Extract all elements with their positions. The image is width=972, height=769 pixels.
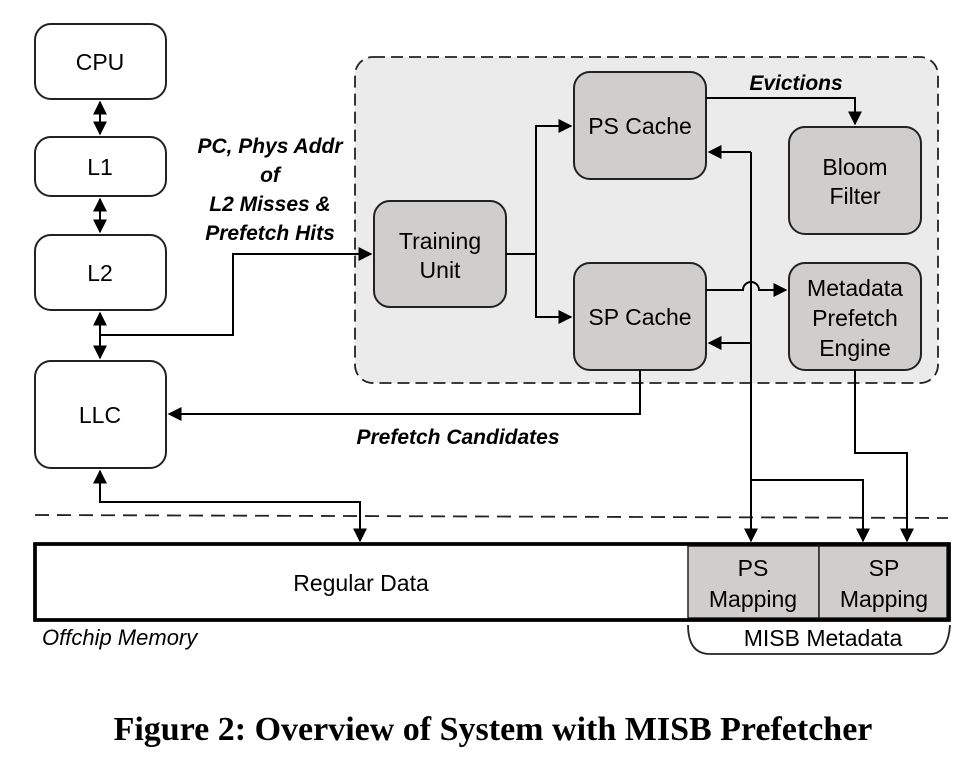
bloom-filter-label-1: Bloom	[822, 154, 887, 180]
regular-data-label: Regular Data	[293, 570, 429, 596]
cpu-label: CPU	[76, 49, 125, 75]
l2-box[interactable]: L2	[34, 234, 167, 311]
training-unit-label-1: Training	[399, 228, 481, 254]
input-label-line1: PC, Phys Addr	[197, 135, 344, 158]
prefetch-candidates-label: Prefetch Candidates	[356, 426, 559, 449]
regular-data-region[interactable]: Regular Data	[293, 570, 429, 596]
sp-mapping-label-1: SP	[869, 555, 900, 581]
input-label-line2: of	[260, 164, 282, 187]
llc-box[interactable]: LLC	[34, 360, 167, 469]
training-to-sp-arrow	[535, 254, 573, 324]
training-to-ps-arrow	[535, 119, 573, 254]
llc-memory-arrow	[93, 469, 367, 543]
training-unit-box[interactable]: Training Unit	[373, 200, 507, 308]
l1-label: L1	[87, 154, 113, 180]
cpu-box[interactable]: CPU	[34, 23, 167, 100]
figure-caption: Figure 2: Overview of System with MISB P…	[114, 711, 873, 748]
sp-cache-box[interactable]: SP Cache	[573, 262, 707, 371]
metadata-prefetch-engine-box[interactable]: Metadata Prefetch Engine	[788, 262, 922, 371]
training-unit-label-2: Unit	[420, 257, 462, 283]
ps-mapping-label-1: PS	[738, 555, 769, 581]
prefetch-candidates-arrow	[167, 370, 641, 421]
l1-box[interactable]: L1	[34, 136, 167, 197]
misb-metadata-label: MISB Metadata	[744, 625, 903, 651]
ps-cache-box[interactable]: PS Cache	[573, 71, 707, 180]
misb-metadata-brace	[687, 624, 951, 655]
bloom-filter-label-2: Filter	[829, 183, 880, 209]
mpe-label-3: Engine	[819, 335, 891, 361]
bloom-filter-box[interactable]: Bloom Filter	[788, 126, 922, 235]
l2-to-training-arrow	[100, 247, 373, 336]
offchip-separator	[34, 514, 949, 519]
llc-label: LLC	[79, 402, 121, 428]
sp-cache-label: SP Cache	[588, 304, 691, 330]
ps-mapping-region[interactable]: PS Mapping	[687, 545, 820, 619]
evictions-label: Evictions	[749, 72, 842, 95]
offchip-memory-bar: Regular Data PS Mapping SP Mapping	[33, 542, 951, 622]
mpe-label-2: Prefetch	[812, 305, 898, 331]
ps-cache-label: PS Cache	[588, 113, 692, 139]
mpe-to-sp-mapping-arrow	[854, 370, 914, 543]
evictions-arrow	[706, 97, 862, 126]
input-label-line4: Prefetch Hits	[205, 222, 335, 245]
sp-mapping-region[interactable]: SP Mapping	[818, 545, 948, 619]
mpe-label-1: Metadata	[807, 275, 903, 301]
branch-to-sp-mapping-arrow	[751, 479, 870, 543]
ps-mapping-label-2: Mapping	[709, 586, 797, 612]
offchip-memory-label: Offchip Memory	[42, 625, 199, 650]
l2-label: L2	[87, 260, 113, 286]
sp-mapping-label-2: Mapping	[840, 586, 928, 612]
input-label-line3: L2 Misses &	[209, 193, 330, 216]
